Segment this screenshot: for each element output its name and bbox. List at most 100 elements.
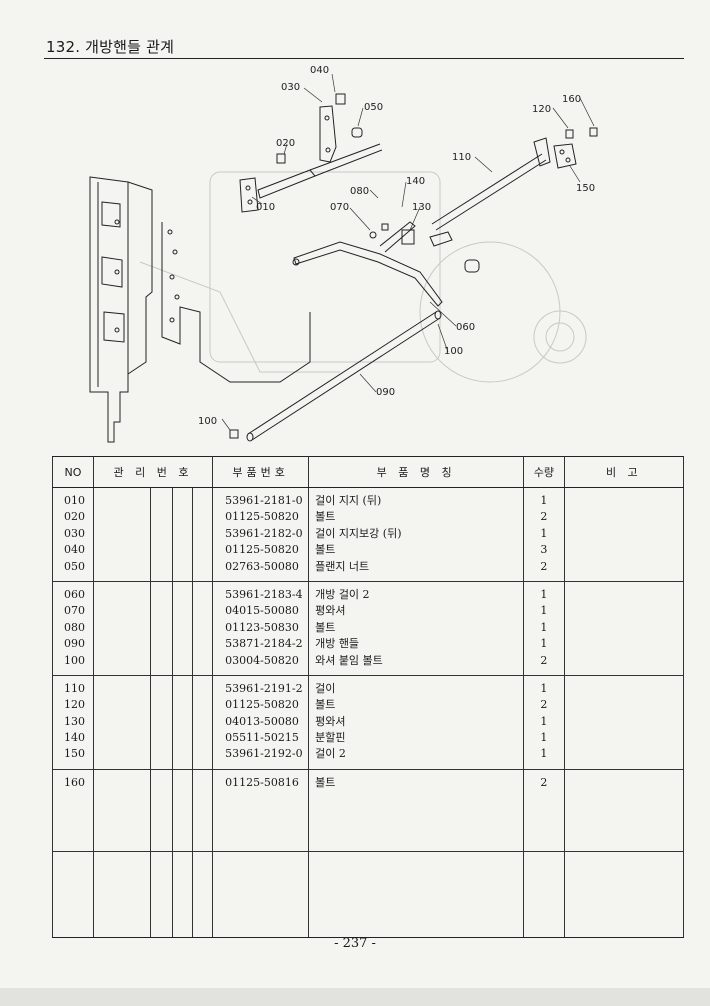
cell-part-no: 53961-2191-2 01125-50820 04013-50080 05511-… <box>212 675 310 770</box>
table-cell-qty: 1 <box>540 620 548 634</box>
col-header-qty: 수량 <box>523 456 565 488</box>
table-cell-no: 120 <box>64 698 85 712</box>
callout-090: 090 <box>376 387 395 398</box>
mgmt-subcolumn-divider <box>171 851 173 937</box>
part-130-bracket <box>369 223 453 247</box>
table-cell-qty: 1 <box>540 494 548 507</box>
cell-remark <box>563 487 685 582</box>
table-cell-part-no: 05511-50215 <box>225 731 299 745</box>
mgmt-subcolumn-divider <box>191 769 193 851</box>
table-cell-name: 걸이 지지 (뒤) <box>315 494 382 507</box>
table-cell-name: 볼트 <box>315 775 336 789</box>
table-cell-part-no: 53961-2183-4 <box>225 587 303 601</box>
mgmt-subcolumn-divider <box>149 851 151 937</box>
col-header-name: 부 품 명 칭 <box>308 456 525 488</box>
table-cell-name: 볼트 <box>315 543 336 557</box>
callout-030: 030 <box>281 82 300 93</box>
callout-070: 070 <box>330 202 349 213</box>
cell-remark <box>563 581 685 676</box>
table-cell-qty: 1 <box>540 681 548 695</box>
scan-edge <box>0 988 710 1006</box>
table-cell-no: 050 <box>64 559 85 573</box>
table-cell-qty: 1 <box>540 747 548 761</box>
table-cell-name: 분할핀 <box>315 731 346 745</box>
table-cell-qty: 1 <box>540 604 548 618</box>
table-cell-no: 080 <box>64 620 85 634</box>
callout-080: 080 <box>350 186 369 197</box>
callout-050: 050 <box>364 102 383 113</box>
table-cell-no: 030 <box>64 526 85 540</box>
mgmt-subcolumn-divider <box>149 581 151 675</box>
table-cell-no: 150 <box>64 747 85 761</box>
part-060-lever <box>292 221 480 307</box>
mgmt-subcolumn-divider <box>149 675 151 769</box>
table-cell-name: 볼트 <box>315 698 336 712</box>
cell-mgmt <box>92 675 214 770</box>
table-cell-name: 평와셔 <box>315 604 346 618</box>
callout-100b: 100 <box>444 346 463 357</box>
table-cell-part-no: 53961-2181-0 <box>225 494 303 507</box>
table-cell-qty: 2 <box>540 510 548 524</box>
mgmt-subcolumn-divider <box>191 581 193 675</box>
cell-remark <box>563 675 685 770</box>
table-cell-name: 플랜지 너트 <box>315 559 370 573</box>
table-cell-qty: 1 <box>540 526 548 540</box>
frame-plate <box>89 176 311 443</box>
table-cell-no: 130 <box>64 714 85 728</box>
mgmt-subcolumn-divider <box>191 488 193 581</box>
table-cell-name: 와셔 붙임 볼트 <box>315 653 383 667</box>
table-cell-no: 060 <box>64 587 85 601</box>
table-cell-part-no: 01125-50816 <box>225 775 299 789</box>
table-cell-no: 090 <box>64 637 85 651</box>
part-030-reinforcement <box>276 93 363 164</box>
table-cell-name: 걸이 2 <box>315 747 346 761</box>
cell-name: 볼트 <box>308 769 525 852</box>
table-cell-qty: 2 <box>540 653 548 667</box>
mgmt-subcolumn-divider <box>171 488 173 581</box>
table-cell-part-no: 01125-50820 <box>225 510 299 524</box>
callout-040: 040 <box>310 65 329 76</box>
table-cell-qty: 2 <box>540 698 548 712</box>
table-cell-no: 140 <box>64 731 85 745</box>
table-cell-part-no: 01125-50820 <box>225 543 299 557</box>
table-cell-part-no: 01125-50820 <box>225 698 299 712</box>
col-header-remark: 비 고 <box>563 456 685 488</box>
table-cell-no: 070 <box>64 604 85 618</box>
part-090-handle <box>229 310 442 442</box>
table-cell-name: 볼트 <box>315 510 336 524</box>
page-title: 132. 개방핸들 관계 <box>46 38 175 56</box>
cell-name <box>308 851 525 938</box>
table-cell-part-no: 02763-50080 <box>225 559 299 573</box>
table-cell-part-no: 04013-50080 <box>225 714 299 728</box>
table-cell-qty: 2 <box>540 775 548 789</box>
callout-020: 020 <box>276 138 295 149</box>
exploded-parts-diagram: 010 020 030 040 050 060 070 080 090 100 … <box>80 62 640 452</box>
table-cell-qty: 3 <box>540 543 548 557</box>
callout-060: 060 <box>456 322 475 333</box>
callout-150: 150 <box>576 183 595 194</box>
table-cell-part-no: 53961-2191-2 <box>225 681 303 695</box>
table-cell-name: 걸이 <box>315 681 336 695</box>
table-cell-no: 040 <box>64 543 85 557</box>
table-cell-no: 010 <box>64 494 85 507</box>
mgmt-subcolumn-divider <box>191 675 193 769</box>
mgmt-subcolumn-divider <box>191 851 193 937</box>
callout-130: 130 <box>412 202 431 213</box>
mgmt-subcolumn-divider <box>171 769 173 851</box>
cell-remark <box>563 851 685 938</box>
mgmt-subcolumn-divider <box>149 488 151 581</box>
table-cell-name: 걸이 지지보강 (뒤) <box>315 526 402 540</box>
cell-mgmt <box>92 851 214 938</box>
